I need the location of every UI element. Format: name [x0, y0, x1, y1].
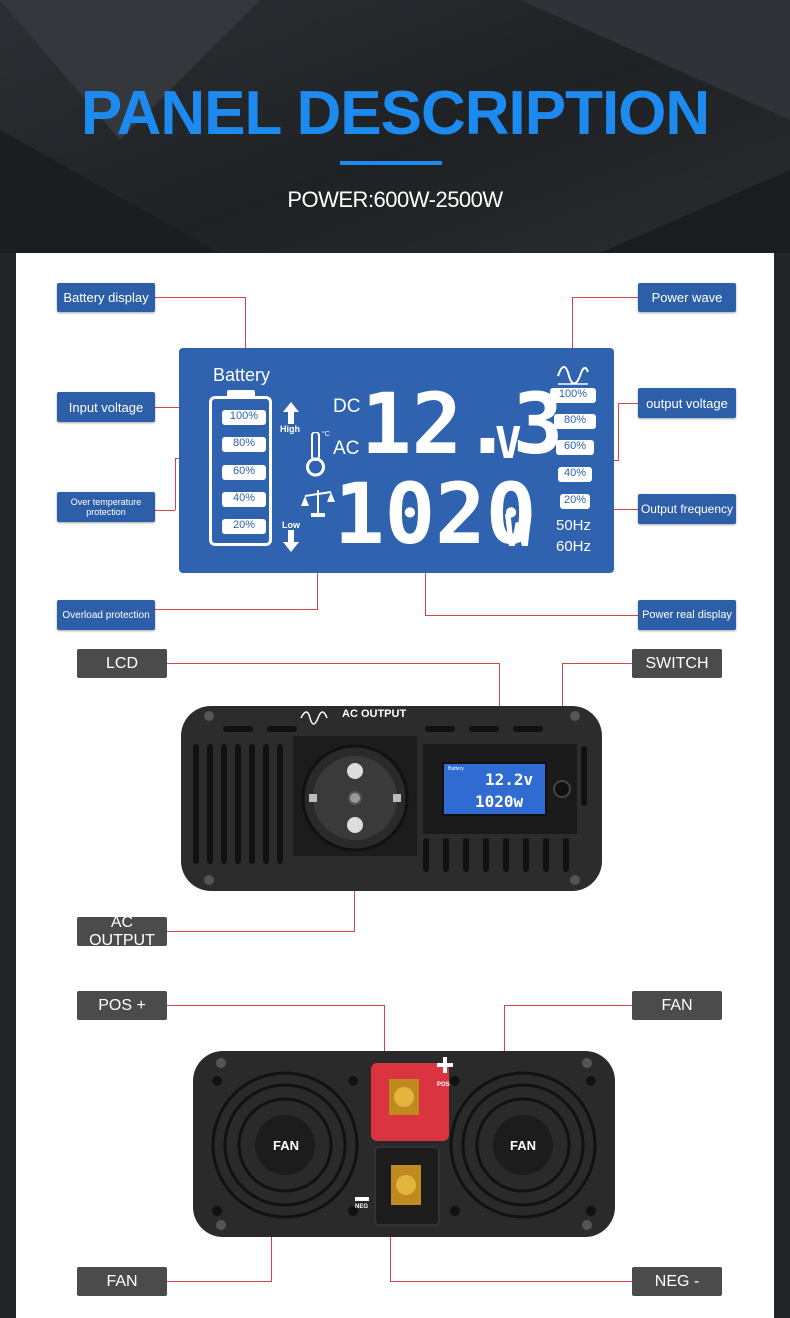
- low-text: Low: [282, 520, 300, 530]
- lcd-panel: Battery 100% 80% 60% 40% 20% High Low °C…: [179, 348, 614, 573]
- lcd-label: LCD: [77, 649, 167, 678]
- battery-level-100: 100%: [222, 410, 266, 425]
- overload-protection-label: Overload protection: [57, 600, 155, 630]
- mini-lcd-battery-text: Battery: [448, 766, 464, 772]
- fan-top-label: FAN: [632, 991, 722, 1020]
- load-level-60: 60%: [556, 440, 594, 455]
- battery-display-label: Battery display: [57, 283, 155, 312]
- neg-mark: NEG: [355, 1204, 369, 1210]
- header: PANEL DESCRIPTION POWER:600W-2500W: [0, 0, 790, 253]
- arrow-down-icon: [283, 530, 299, 552]
- mini-lcd-power: 1020w: [475, 792, 524, 811]
- load-level-20: 20%: [560, 494, 590, 509]
- voltage-unit: V: [495, 418, 522, 469]
- mini-lcd-voltage: 12.2v: [485, 770, 534, 789]
- fan-bottom-label: FAN: [77, 1267, 167, 1296]
- inverter-front-panel: AC OUTPUT Battery 12.2v 1020w: [181, 706, 602, 891]
- page-subtitle: POWER:600W-2500W: [287, 187, 503, 212]
- back-hardware: [211, 1057, 597, 1230]
- input-voltage-label: Input voltage: [57, 392, 155, 422]
- fan-left-text: FAN: [273, 1138, 299, 1153]
- sine-wave-icon: [557, 366, 589, 385]
- battery-level-60: 60%: [222, 465, 266, 480]
- power-readout: 1020: [334, 465, 537, 563]
- celsius-unit: °C: [322, 431, 330, 438]
- output-frequency-label: Output frequency: [638, 494, 736, 524]
- title-underline: [340, 161, 442, 165]
- ac-text: AC: [333, 438, 360, 459]
- background-facets: [0, 0, 790, 253]
- thermometer-icon: [306, 432, 325, 477]
- output-voltage-label: output voltage: [638, 388, 736, 418]
- battery-outline: [209, 396, 272, 546]
- scale-overload-icon: [301, 490, 335, 517]
- pos-mark: POS: [437, 1082, 450, 1088]
- arrow-up-icon: [283, 402, 299, 424]
- battery-level-80: 80%: [222, 437, 266, 452]
- battery-cap: [227, 390, 255, 396]
- battery-level-20: 20%: [222, 519, 266, 534]
- frequency-60hz: 60Hz: [556, 538, 592, 555]
- fan-right-text: FAN: [510, 1138, 536, 1153]
- power-real-display-label: Power real display: [638, 600, 736, 630]
- frequency-50hz: 50Hz: [556, 517, 592, 534]
- neg-label: NEG -: [632, 1267, 722, 1296]
- load-level-40: 40%: [558, 467, 592, 482]
- battery-level-40: 40%: [222, 492, 266, 507]
- lcd-battery-text: Battery: [213, 365, 271, 385]
- over-temperature-label: Over temperature protection: [57, 492, 155, 522]
- power-wave-label: Power wave: [638, 283, 736, 312]
- ac-output-label: AC OUTPUT: [77, 914, 167, 949]
- load-level-100: 100%: [550, 388, 596, 403]
- dc-text: DC: [333, 396, 361, 417]
- inverter-back-panel: FAN FAN POS NEG: [193, 1051, 615, 1237]
- page-title: PANEL DESCRIPTION: [80, 79, 710, 148]
- pos-label: POS +: [77, 991, 167, 1020]
- power-unit: W: [505, 506, 532, 557]
- high-text: High: [280, 424, 300, 434]
- voltage-readout: 12.3: [361, 375, 564, 473]
- ac-output-engraving: AC OUTPUT: [342, 708, 407, 720]
- load-level-80: 80%: [554, 414, 596, 429]
- switch-label: SWITCH: [632, 649, 722, 678]
- front-vents: [193, 711, 587, 885]
